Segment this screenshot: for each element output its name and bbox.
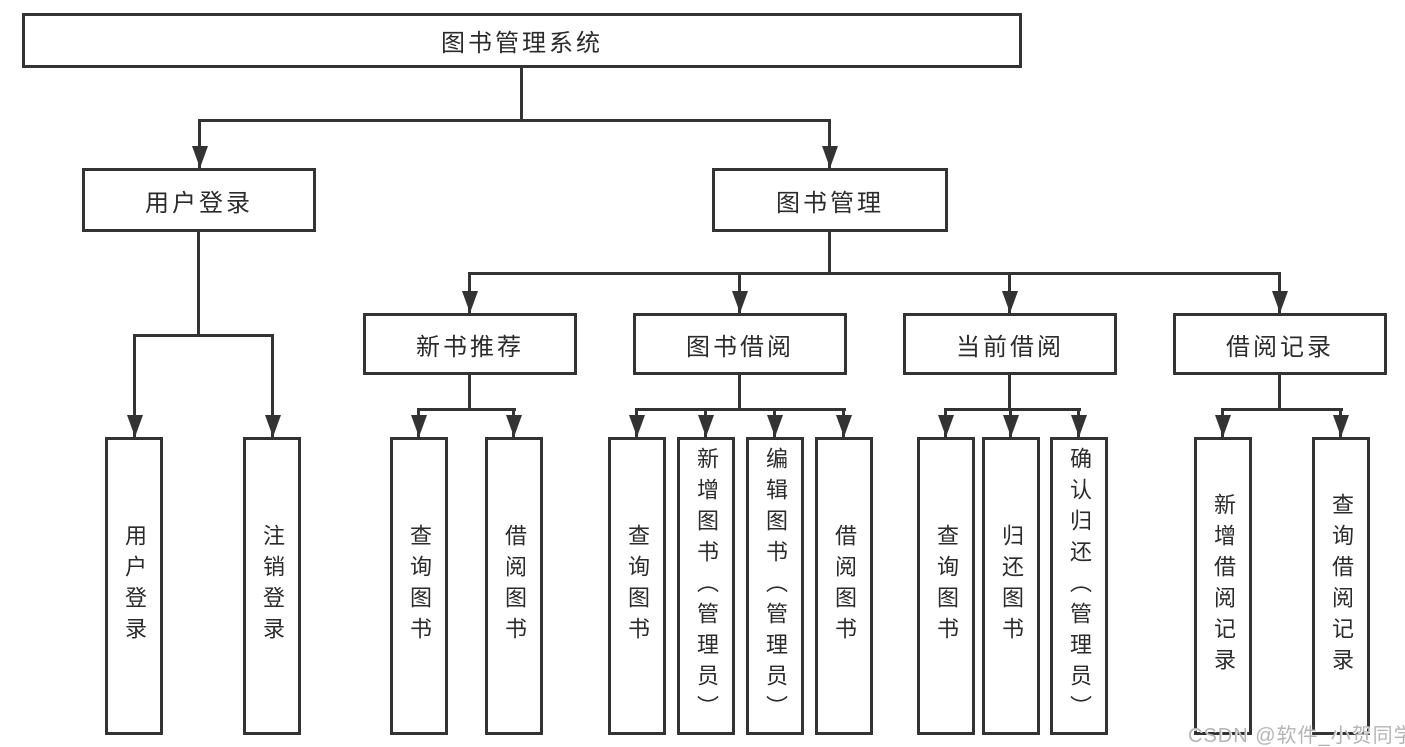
connector-line <box>828 119 831 168</box>
leaf-logout: 注销登录 <box>243 437 301 735</box>
leaf-query-books-recommend: 查询图书 <box>390 437 448 735</box>
node-label: 用户登录 <box>145 189 253 217</box>
connector-line <box>417 408 516 411</box>
connector-line <box>197 232 200 334</box>
leaf-add-borrow-record: 新增借阅记录 <box>1194 437 1252 735</box>
arrow-down-icon <box>1003 415 1019 437</box>
leaf-label: 查询借阅记录 <box>1329 493 1354 679</box>
arrow-down-icon <box>629 415 645 437</box>
arrow-down-icon <box>265 415 281 437</box>
node-label: 当前借阅 <box>956 333 1064 361</box>
arrow-down-icon <box>127 415 143 437</box>
arrow-down-icon <box>411 415 427 437</box>
connector-line <box>944 408 1081 411</box>
leaf-add-book-admin: 新增图书（管理员） <box>677 437 735 735</box>
arrow-down-icon <box>1272 291 1288 313</box>
connector-line <box>133 334 274 337</box>
node-borrowing-records: 借阅记录 <box>1173 313 1387 375</box>
arrow-down-icon <box>698 415 714 437</box>
leaf-borrow-books-recommend: 借阅图书 <box>485 437 543 735</box>
connector-line <box>635 408 846 411</box>
arrow-down-icon <box>732 291 748 313</box>
leaf-borrow-books-borrowing: 借阅图书 <box>815 437 873 735</box>
connector-line <box>271 334 274 437</box>
connector-line <box>198 119 831 122</box>
leaf-query-borrow-record: 查询借阅记录 <box>1312 437 1370 735</box>
connector-line <box>133 334 136 437</box>
arrow-down-icon <box>822 146 838 168</box>
connector-line <box>198 119 201 168</box>
leaf-label: 新增借阅记录 <box>1211 493 1236 679</box>
arrow-down-icon <box>1215 415 1231 437</box>
node-book-management: 图书管理 <box>712 168 948 232</box>
leaf-edit-book-admin: 编辑图书（管理员） <box>746 437 804 735</box>
watermark: CSDN @软件_小贺同学 <box>1188 725 1405 747</box>
node-current-borrowing: 当前借阅 <box>903 313 1117 375</box>
leaf-label: 新增图书（管理员） <box>694 446 719 726</box>
leaf-label: 编辑图书（管理员） <box>763 446 788 726</box>
node-label: 图书借阅 <box>686 333 794 361</box>
arrow-down-icon <box>506 415 522 437</box>
node-user-login: 用户登录 <box>82 168 316 232</box>
node-label: 图书管理系统 <box>441 30 603 57</box>
node-new-book-recommendation: 新书推荐 <box>363 313 577 375</box>
connector-line <box>1008 375 1011 408</box>
arrow-down-icon <box>836 415 852 437</box>
node-book-borrowing: 图书借阅 <box>633 313 847 375</box>
connector-line <box>1278 375 1281 408</box>
connector-line <box>738 375 741 408</box>
leaf-label: 查询图书 <box>934 524 959 648</box>
leaf-query-books-current: 查询图书 <box>917 437 975 735</box>
arrow-down-icon <box>192 146 208 168</box>
arrow-down-icon <box>938 415 954 437</box>
node-label: 借阅记录 <box>1226 333 1334 361</box>
leaf-label: 注销登录 <box>260 524 285 648</box>
leaf-label: 确认归还（管理员） <box>1067 446 1092 726</box>
leaf-label: 查询图书 <box>625 524 650 648</box>
arrow-down-icon <box>462 291 478 313</box>
leaf-label: 借阅图书 <box>832 524 857 648</box>
connector-line <box>468 272 1281 275</box>
leaf-label: 借阅图书 <box>502 524 527 648</box>
node-label: 新书推荐 <box>416 333 524 361</box>
leaf-label: 用户登录 <box>122 524 147 648</box>
leaf-query-books-borrowing: 查询图书 <box>608 437 666 735</box>
node-label: 图书管理 <box>776 189 884 217</box>
node-library-management-system: 图书管理系统 <box>22 13 1022 68</box>
arrow-down-icon <box>767 415 783 437</box>
leaf-confirm-return-admin: 确认归还（管理员） <box>1050 437 1108 735</box>
connector-line <box>828 232 831 272</box>
connector-line <box>520 68 523 119</box>
leaf-user-login: 用户登录 <box>105 437 163 735</box>
leaf-label: 归还图书 <box>999 524 1024 648</box>
connector-line <box>1221 408 1343 411</box>
leaf-label: 查询图书 <box>407 524 432 648</box>
arrow-down-icon <box>1071 415 1087 437</box>
arrow-down-icon <box>1002 291 1018 313</box>
arrow-down-icon <box>1333 415 1349 437</box>
connector-line <box>468 375 471 408</box>
leaf-return-book: 归还图书 <box>982 437 1040 735</box>
